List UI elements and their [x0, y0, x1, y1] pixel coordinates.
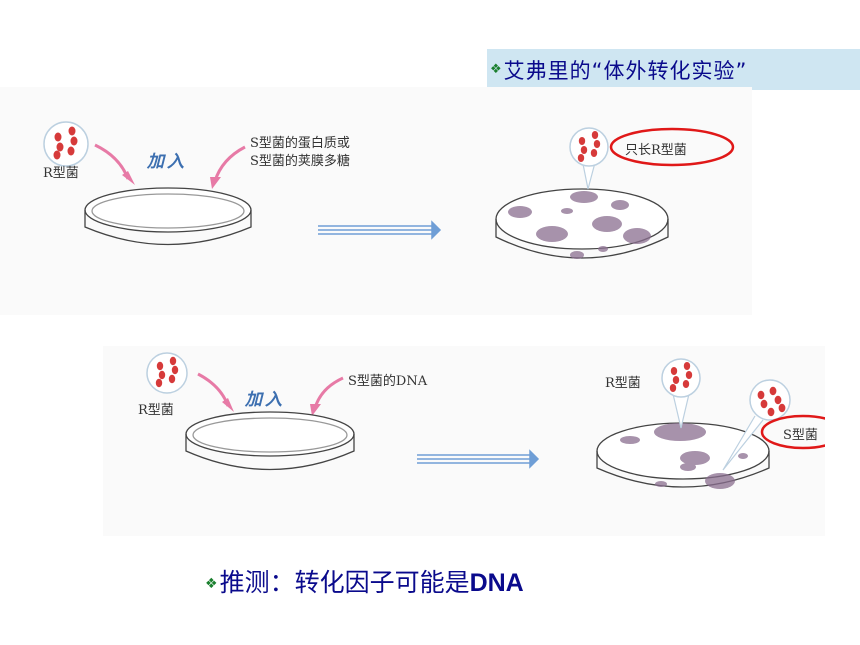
bacteria-cluster-icon [146, 352, 188, 394]
experiment-2-illustration [146, 352, 825, 489]
added-substance-line-1: S型菌的蛋白质或 [250, 136, 350, 151]
result-label: 只长R型菌 [625, 143, 687, 158]
bacteria-label: R型菌 [138, 403, 174, 418]
highlight-ring [609, 127, 735, 167]
right-arrow-icon [318, 220, 442, 240]
added-substance: S型菌的DNA [348, 374, 428, 389]
bacteria-cluster-icon [43, 121, 89, 167]
bullet-diamond-icon: ❖ [490, 62, 502, 77]
add-label: 加入 [245, 390, 285, 410]
colonies [508, 191, 651, 259]
add-label: 加入 [147, 152, 187, 172]
right-arrow-icon [417, 449, 540, 469]
highlight-ring [760, 414, 825, 450]
bacteria-cluster-icon [661, 358, 701, 429]
bacteria-cluster-icon [722, 379, 791, 471]
bullet-diamond-icon: ❖ [205, 576, 218, 592]
petri-dish-icon [185, 411, 355, 471]
result-label-r: R型菌 [605, 376, 641, 391]
conclusion: ❖推测：转化因子可能是DNA [205, 563, 524, 599]
experiment-2-panel: R型菌 加入 S型菌的DNA R型菌 S型菌 [103, 346, 825, 536]
added-substance-line-2: S型菌的荚膜多糖 [250, 154, 350, 169]
experiment-1-panel: R型菌 加入 S型菌的蛋白质或 S型菌的荚膜多糖 只长R型菌 [0, 87, 752, 315]
bacteria-cluster-icon [569, 127, 609, 190]
page-title: 艾弗里的“体外转化实验” [503, 58, 748, 83]
conclusion-highlight: DNA [469, 569, 524, 597]
title-box: ❖ 艾弗里的“体外转化实验” [487, 49, 860, 90]
bacteria-label: R型菌 [43, 166, 79, 181]
colonies [620, 423, 748, 489]
result-label-s: S型菌 [783, 428, 818, 443]
conclusion-text: 推测：转化因子可能是 [219, 568, 470, 597]
petri-dish-icon [84, 187, 252, 246]
experiment-1-illustration [43, 121, 735, 259]
